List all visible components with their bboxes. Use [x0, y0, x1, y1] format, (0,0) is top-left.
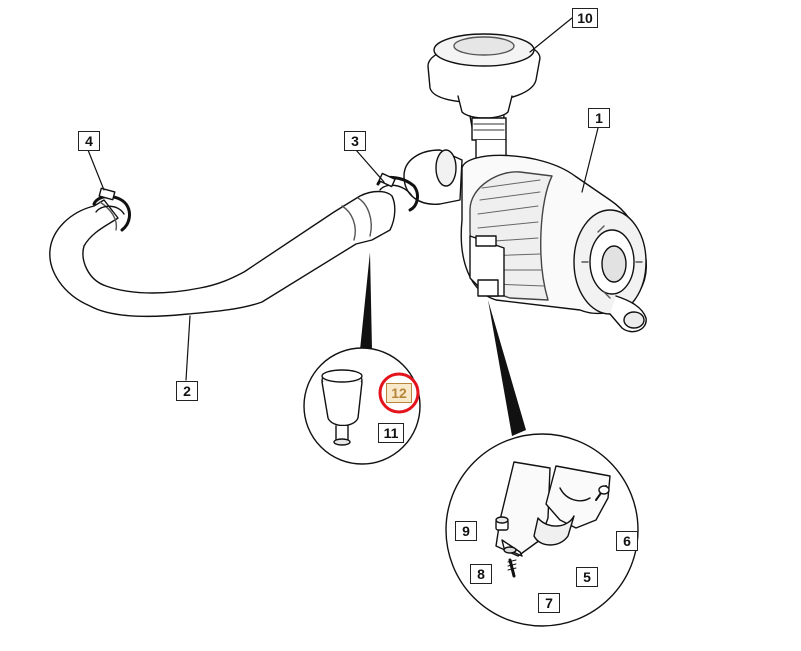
callout-10[interactable]: 10: [572, 8, 598, 28]
intake-hose: [49, 190, 396, 318]
precleaner-cap: [427, 33, 541, 141]
highlight-ring: [378, 372, 420, 414]
air-cleaner-housing: [403, 139, 648, 333]
detail-pointer-filter: [360, 252, 372, 350]
callout-5[interactable]: 5: [576, 567, 598, 587]
callout-12[interactable]: 12: [386, 383, 412, 403]
callout-7[interactable]: 7: [538, 593, 560, 613]
hose-clamp-lower: [92, 187, 131, 232]
hose-clamp-upper: [376, 172, 419, 212]
callout-4[interactable]: 4: [78, 131, 100, 151]
callout-1[interactable]: 1: [588, 108, 610, 128]
callout-3[interactable]: 3: [344, 131, 366, 151]
callout-8[interactable]: 8: [470, 564, 492, 584]
callout-2[interactable]: 2: [176, 381, 198, 401]
callout-9[interactable]: 9: [455, 521, 477, 541]
detail-circle-filter: [303, 347, 421, 465]
callout-6[interactable]: 6: [616, 531, 638, 551]
detail-pointer-bracket: [488, 300, 526, 436]
callout-11[interactable]: 11: [378, 423, 404, 443]
